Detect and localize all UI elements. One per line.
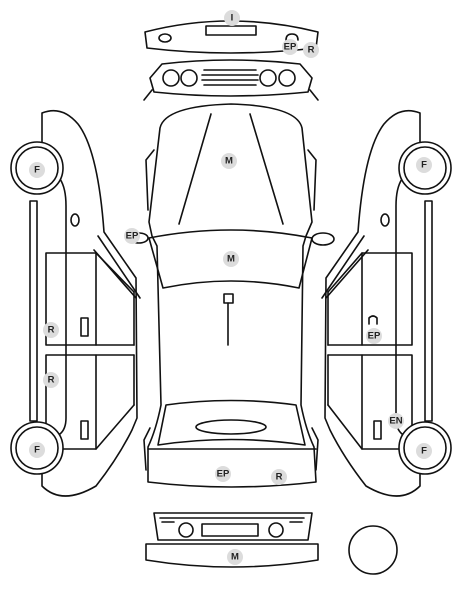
badge-roof-m[interactable]: M [223, 251, 239, 267]
badge-text: F [421, 446, 427, 457]
badge-right-front-wheel-f[interactable]: F [416, 157, 432, 173]
badge-text: M [225, 156, 233, 167]
badge-text: EP [284, 42, 297, 53]
badge-trunk-r[interactable]: R [271, 469, 287, 485]
badge-text: EP [368, 331, 381, 342]
badge-text: F [34, 445, 40, 456]
badge-text: M [231, 552, 239, 563]
rear-bumper[interactable] [145, 543, 319, 568]
badge-left-front-wheel-f[interactable]: F [29, 162, 45, 178]
badge-text: EP [126, 231, 139, 242]
badge-text: M [227, 254, 235, 265]
badge-text: R [48, 375, 55, 386]
front-grille[interactable] [143, 59, 319, 101]
badge-front-bumper-ep[interactable]: EP [282, 39, 298, 55]
badge-left-rear-door-r[interactable]: R [43, 372, 59, 388]
badge-front-bumper-r[interactable]: R [303, 42, 319, 58]
car-body-top-view[interactable] [129, 103, 335, 488]
badge-text: I [231, 13, 234, 24]
badge-right-front-door-ep[interactable]: EP [366, 328, 382, 344]
badge-text: R [48, 325, 55, 336]
badge-trunk-ep[interactable]: EP [215, 466, 231, 482]
badge-text: R [276, 472, 283, 483]
rear-fascia[interactable] [153, 512, 313, 541]
spare-wheel[interactable] [348, 525, 398, 575]
badge-text: R [308, 45, 315, 56]
badge-left-rear-wheel-f[interactable]: F [29, 442, 45, 458]
badge-hood-m[interactable]: M [221, 153, 237, 169]
right-side-view[interactable] [321, 109, 433, 497]
badge-right-rear-en[interactable]: EN [388, 413, 404, 429]
badge-left-front-door-r[interactable]: R [43, 322, 59, 338]
badge-text: F [34, 165, 40, 176]
badge-text: EN [389, 416, 402, 427]
badge-front-bumper-i[interactable]: I [224, 10, 240, 26]
badge-text: EP [217, 469, 230, 480]
left-side-view[interactable] [29, 109, 141, 497]
badge-right-rear-wheel-f[interactable]: F [416, 443, 432, 459]
badge-text: F [421, 160, 427, 171]
badge-left-mirror-ep[interactable]: EP [124, 228, 140, 244]
badge-rear-bumper-m[interactable]: M [227, 549, 243, 565]
